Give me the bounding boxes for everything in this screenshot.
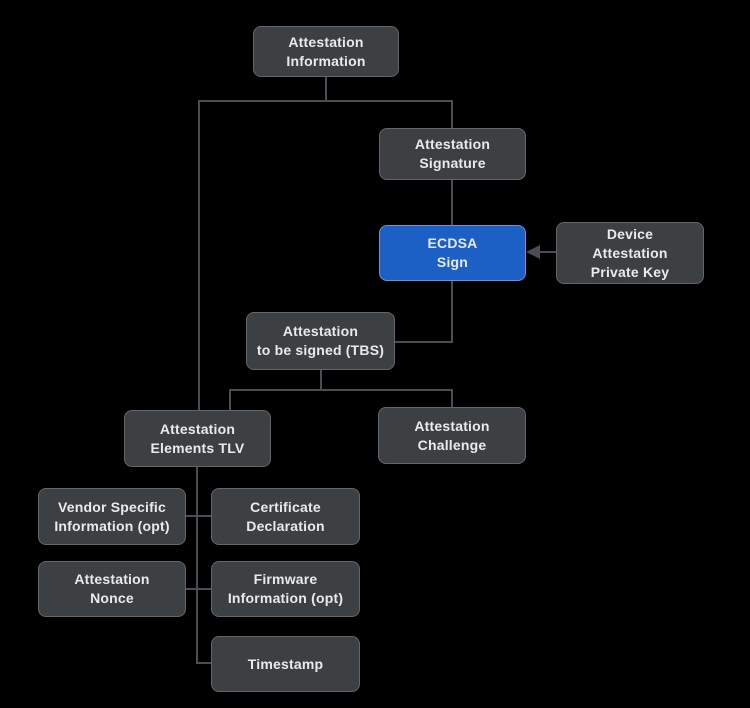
node-label: Certificate Declaration xyxy=(246,498,325,534)
node-label: Attestation to be signed (TBS) xyxy=(256,323,385,358)
node-label: Attestation Elements TLV xyxy=(150,420,245,456)
node-label: Device Attestation Private Key xyxy=(590,225,670,280)
node-ecdsa-sign: ECDSA Sign xyxy=(379,225,526,281)
arrow-left-icon xyxy=(526,245,540,259)
connector-line xyxy=(196,662,211,664)
node-device-attestation-private-key: Device Attestation Private Key xyxy=(556,222,704,284)
node-label: Vendor Specific Information (opt) xyxy=(54,498,170,534)
node-label: Attestation Challenge xyxy=(414,417,490,453)
node-label: Attestation Nonce xyxy=(74,571,150,606)
node-vendor-specific-information: Vendor Specific Information (opt) xyxy=(38,488,186,545)
node-firmware-information: Firmware Information (opt) xyxy=(211,561,360,617)
connector-line xyxy=(320,370,322,391)
connector-line xyxy=(325,77,327,102)
connector-line xyxy=(451,389,453,407)
node-label: ECDSA Sign xyxy=(427,235,478,270)
connector-line xyxy=(196,467,198,664)
node-label: Attestation Information xyxy=(286,33,366,69)
connector-line xyxy=(451,100,453,128)
node-label: Attestation Signature xyxy=(414,136,491,171)
node-attestation-nonce: Attestation Nonce xyxy=(38,561,186,617)
connector-line xyxy=(395,341,453,343)
node-label: Firmware Information (opt) xyxy=(227,571,344,606)
connector-line xyxy=(198,100,453,102)
node-attestation-signature: Attestation Signature xyxy=(379,128,526,180)
node-attestation-information: Attestation Information xyxy=(253,26,399,77)
connector-line xyxy=(539,251,556,253)
connector-line xyxy=(198,100,200,410)
node-label: Timestamp xyxy=(247,655,324,672)
node-timestamp: Timestamp xyxy=(211,636,360,692)
node-attestation-challenge: Attestation Challenge xyxy=(378,407,526,464)
node-attestation-to-be-signed-tbs: Attestation to be signed (TBS) xyxy=(246,312,395,370)
connector-line xyxy=(451,180,453,225)
connector-line xyxy=(229,389,231,410)
connector-line xyxy=(451,281,453,343)
connector-line xyxy=(186,588,211,590)
node-attestation-elements-tlv: Attestation Elements TLV xyxy=(124,410,271,467)
connector-line xyxy=(186,515,211,517)
connector-line xyxy=(229,389,453,391)
node-certificate-declaration: Certificate Declaration xyxy=(211,488,360,545)
